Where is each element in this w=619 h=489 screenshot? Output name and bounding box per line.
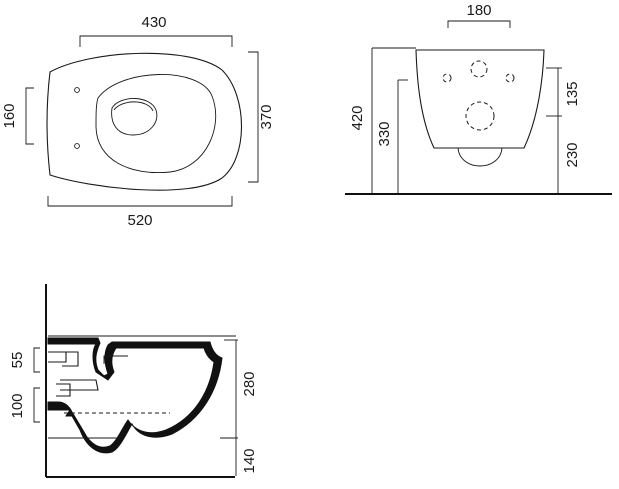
drain-opening-top: [111, 98, 158, 136]
dimension-bottom-width: 520: [127, 212, 152, 229]
dimension-hole-spacing: 160: [1, 103, 18, 128]
fixing-hole: [74, 143, 80, 149]
bolt-hole-left: [442, 73, 452, 83]
waste-outlet-hole: [465, 101, 495, 131]
dimension-top-width: 430: [141, 14, 166, 31]
side-section-view: 280 140 55 100: [9, 284, 258, 478]
dimension-floor-offset: 140: [241, 448, 258, 473]
dimension-front-width: 180: [466, 2, 491, 19]
dimension-top-offset: 55: [9, 352, 26, 369]
top-view: 430 520 370 160: [1, 14, 275, 229]
fixing-hole: [74, 87, 80, 93]
dimension-lower-offset: 230: [564, 142, 581, 167]
bowl-section: [47, 337, 223, 454]
dimension-body-height: 280: [241, 371, 258, 396]
dimension-depth: 370: [258, 104, 275, 129]
dimension-total-height: 420: [349, 105, 366, 130]
bolt-hole-right: [505, 73, 515, 83]
bowl-outline-top: [46, 52, 243, 191]
water-inlet-hole: [470, 60, 488, 78]
dimension-upper-offset: 135: [564, 81, 581, 106]
dimension-outlet-height: 100: [9, 393, 26, 418]
front-view: 180 420 330 135 230: [345, 2, 612, 195]
bowl-body-front: [415, 49, 545, 149]
dimension-rim-height: 330: [376, 121, 393, 146]
inner-rim-top: [95, 74, 217, 174]
